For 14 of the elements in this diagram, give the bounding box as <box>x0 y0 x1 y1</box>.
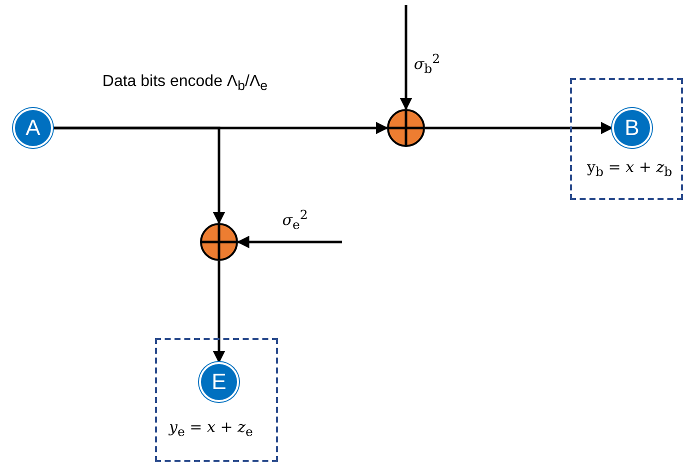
node-circle: A <box>13 108 53 148</box>
equation: y$_{e}$ = x + z$_{e}$ <box>169 418 253 439</box>
arrow <box>53 126 226 224</box>
dashed-box <box>570 78 683 200</box>
arrow <box>400 5 412 110</box>
equation: y$_{b}$ = x + z$_{b}$ <box>587 158 672 179</box>
arrow <box>236 236 342 248</box>
arrow <box>212 261 226 364</box>
dashed-box <box>155 338 278 462</box>
arrow <box>425 122 614 134</box>
node-circle: E <box>199 362 239 402</box>
adder-symbol <box>200 223 238 261</box>
node-circle: B <box>612 108 652 148</box>
adder-symbol <box>387 109 425 147</box>
